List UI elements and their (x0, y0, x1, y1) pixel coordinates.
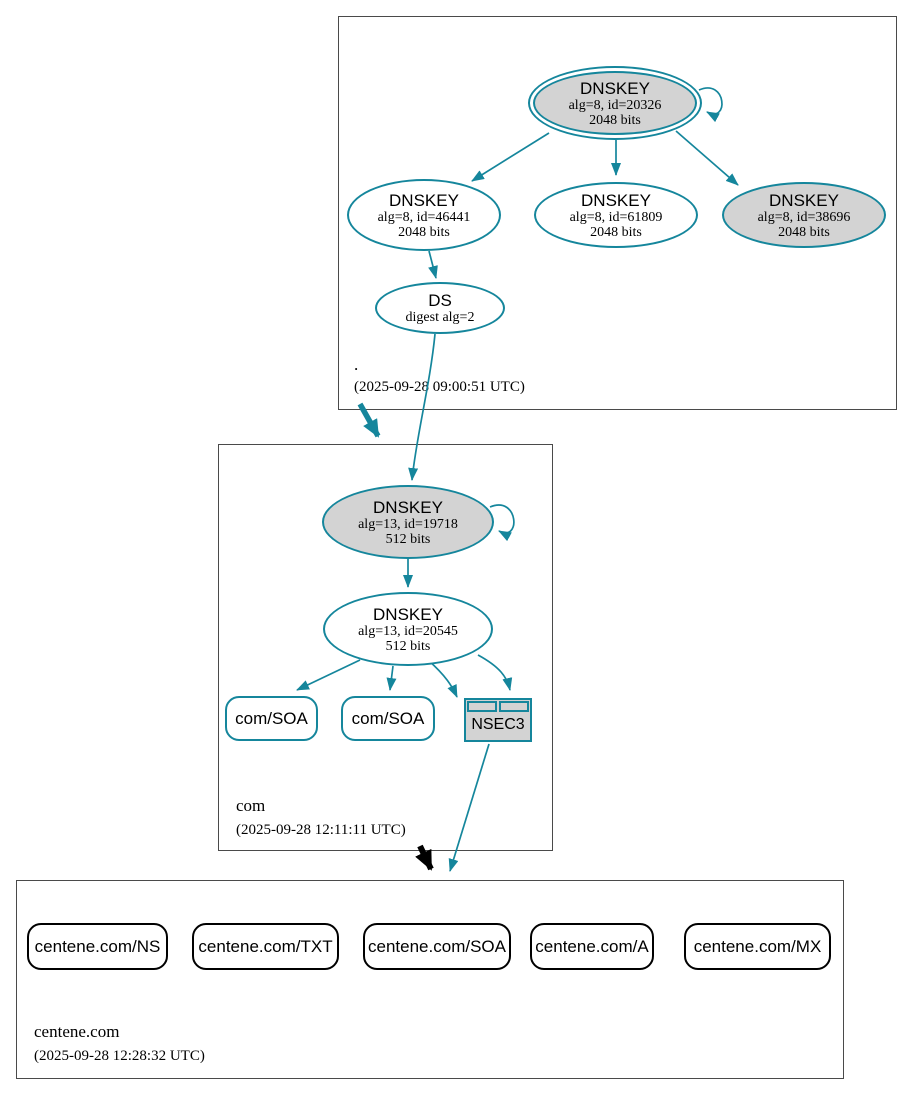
nsec3-cell (467, 701, 497, 712)
zone-box-com: com (2025-09-28 12:11:11 UTC) (218, 444, 553, 851)
dnskey-detail: alg=8, id=20326 (568, 97, 662, 113)
dnskey-node-61809[interactable]: DNSKEY alg=8, id=61809 2048 bits (534, 182, 698, 248)
zone-box-root: . (2025-09-28 09:00:51 UTC) (338, 16, 897, 410)
rrset-node-centene-soa[interactable]: centene.com/SOA (363, 923, 511, 970)
dnskey-detail: 512 bits (385, 531, 431, 547)
dnskey-detail: 2048 bits (589, 112, 641, 128)
nsec3-cell (499, 701, 529, 712)
dnskey-detail: alg=8, id=46441 (377, 209, 471, 225)
nsec3-cells (467, 701, 529, 712)
dnskey-node-19718[interactable]: DNSKEY alg=13, id=19718 512 bits (322, 485, 494, 559)
rrset-node-com-soa-1[interactable]: com/SOA (225, 696, 318, 741)
dnskey-detail: alg=8, id=38696 (757, 209, 851, 225)
rrset-node-com-soa-2[interactable]: com/SOA (341, 696, 435, 741)
zone-box-centene: centene.com (2025-09-28 12:28:32 UTC) (16, 880, 844, 1079)
dnskey-title: DNSKEY (581, 190, 651, 210)
dnskey-detail: 2048 bits (778, 224, 830, 240)
zone-timestamp-root: (2025-09-28 09:00:51 UTC) (354, 379, 525, 395)
zone-name-com: com (236, 796, 266, 815)
dnskey-title: DNSKEY (580, 78, 650, 98)
rrset-node-centene-mx[interactable]: centene.com/MX (684, 923, 831, 970)
rrset-node-centene-txt[interactable]: centene.com/TXT (192, 923, 339, 970)
dnskey-detail: 512 bits (385, 638, 431, 654)
zone-name-centene: centene.com (34, 1022, 120, 1041)
dnskey-title: DNSKEY (373, 497, 443, 517)
dnskey-node-38696[interactable]: DNSKEY alg=8, id=38696 2048 bits (722, 182, 886, 248)
dnskey-node-20326-inner: DNSKEY alg=8, id=20326 2048 bits (533, 71, 697, 135)
nsec3-label: NSEC3 (471, 716, 525, 733)
ds-node[interactable]: DS digest alg=2 (375, 282, 505, 334)
zone-name-root: . (354, 355, 359, 374)
dnskey-detail: alg=13, id=20545 (358, 623, 458, 639)
dnskey-title: DNSKEY (769, 190, 839, 210)
dnskey-node-20326[interactable]: DNSKEY alg=8, id=20326 2048 bits (528, 66, 702, 140)
rrset-node-centene-a[interactable]: centene.com/A (530, 923, 654, 970)
dnskey-node-20545[interactable]: DNSKEY alg=13, id=20545 512 bits (323, 592, 493, 666)
dnskey-detail: alg=8, id=61809 (569, 209, 663, 225)
zone-timestamp-com: (2025-09-28 12:11:11 UTC) (236, 822, 406, 838)
dnskey-title: DNSKEY (389, 190, 459, 210)
nsec3-node[interactable]: NSEC3 (464, 698, 532, 742)
dnskey-detail: 2048 bits (398, 224, 450, 240)
dnskey-detail: alg=13, id=19718 (358, 516, 458, 532)
dnskey-node-46441[interactable]: DNSKEY alg=8, id=46441 2048 bits (347, 179, 501, 251)
dnskey-title: DNSKEY (373, 604, 443, 624)
ds-detail: digest alg=2 (405, 310, 475, 325)
ds-title: DS (428, 291, 452, 310)
rrset-node-centene-ns[interactable]: centene.com/NS (27, 923, 168, 970)
dnskey-detail: 2048 bits (590, 224, 642, 240)
zone-timestamp-centene: (2025-09-28 12:28:32 UTC) (34, 1048, 205, 1064)
